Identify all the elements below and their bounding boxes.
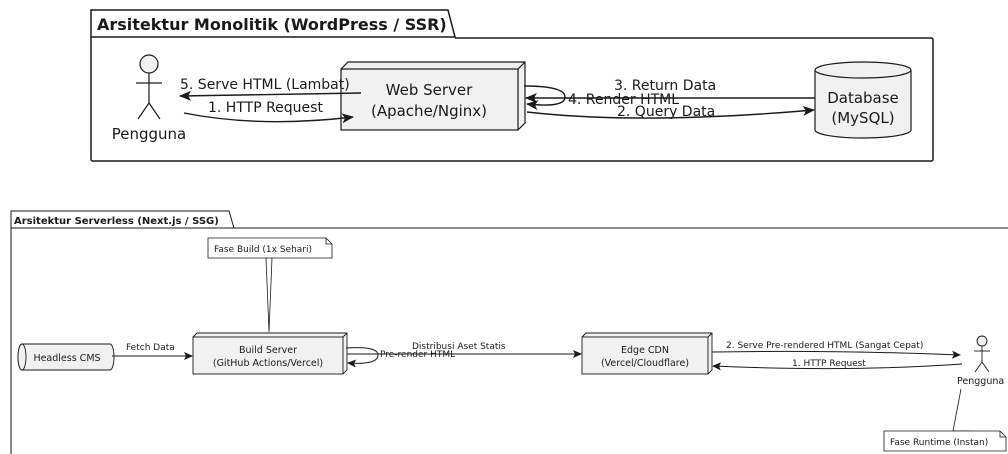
serverless-package-frame <box>10 227 1008 454</box>
edge-http-request-serverless-label: 1. HTTP Request <box>792 359 866 369</box>
note-build-phase: Fase Build (1x Sehari) <box>207 237 333 333</box>
edge-serve-prerendered <box>711 350 961 359</box>
monolith-package-tab <box>90 9 456 38</box>
edge-return-data-label: 3. Return Data <box>614 78 716 94</box>
edge-fetch-data-label: Fetch Data <box>126 343 175 353</box>
edge-cdn-sublabel: (Vercel/Cloudflare) <box>601 358 689 369</box>
edge-http-request-label: 1. HTTP Request <box>208 100 323 116</box>
note-runtime-phase: Fase Runtime (Instan) <box>883 388 1007 452</box>
monolith-package-title: Arsitektur Monolitik (WordPress / SSR) <box>97 15 447 34</box>
database-node: Database (MySQL) <box>814 61 912 139</box>
monolith-user-label: Pengguna <box>112 125 187 143</box>
web-server-sublabel: (Apache/Nginx) <box>371 102 487 120</box>
monolith-package: Arsitektur Monolitik (WordPress / SSR) <box>90 9 934 162</box>
edge-cdn-node: Edge CDN (Vercel/Cloudflare) <box>581 332 713 375</box>
serverless-user-actor: Pengguna <box>957 335 1004 387</box>
serverless-package: Arsitektur Serverless (Next.js / SSG) <box>10 210 1008 454</box>
edge-serve-html <box>179 90 362 101</box>
edge-http-request <box>183 112 354 124</box>
edge-prerender-html-label: Pre-render HTML <box>380 350 455 360</box>
web-server-label: Web Server <box>386 81 473 99</box>
edge-http-request-serverless <box>712 362 963 371</box>
serverless-user-label: Pengguna <box>957 376 1004 387</box>
edge-cdn-label: Edge CDN <box>621 345 669 356</box>
web-server-node: Web Server (Apache/Nginx) <box>340 61 526 131</box>
edge-serve-html-label: 5. Serve HTML (Lambat) <box>180 77 350 93</box>
serverless-package-title: Arsitektur Serverless (Next.js / SSG) <box>14 216 219 227</box>
note-build-phase-text: Fase Build (1x Sehari) <box>214 245 312 255</box>
note-runtime-phase-text: Fase Runtime (Instan) <box>890 438 988 448</box>
monolith-package-frame <box>90 37 934 162</box>
edge-prerender-html <box>345 347 379 368</box>
edge-serve-prerendered-label: 2. Serve Pre-rendered HTML (Sangat Cepat… <box>726 341 923 351</box>
edge-query-data <box>526 105 815 119</box>
headless-cms-label: Headless CMS <box>33 353 100 364</box>
build-server-sublabel: (GitHub Actions/Vercel) <box>213 358 323 369</box>
edge-render-html <box>523 85 566 111</box>
edge-query-data-label: 2. Query Data <box>617 104 715 120</box>
database-label: Database <box>827 89 899 107</box>
headless-cms-node: Headless CMS <box>17 343 115 371</box>
monolith-user-actor: Pengguna <box>112 54 187 143</box>
build-server-label: Build Server <box>239 345 297 356</box>
database-sublabel: (MySQL) <box>831 109 894 127</box>
build-server-node: Build Server (GitHub Actions/Vercel) <box>192 332 348 375</box>
edge-distribute-assets-label: Distribusi Aset Statis <box>412 342 506 352</box>
edge-render-html-label: 4. Render HTML <box>568 92 679 108</box>
